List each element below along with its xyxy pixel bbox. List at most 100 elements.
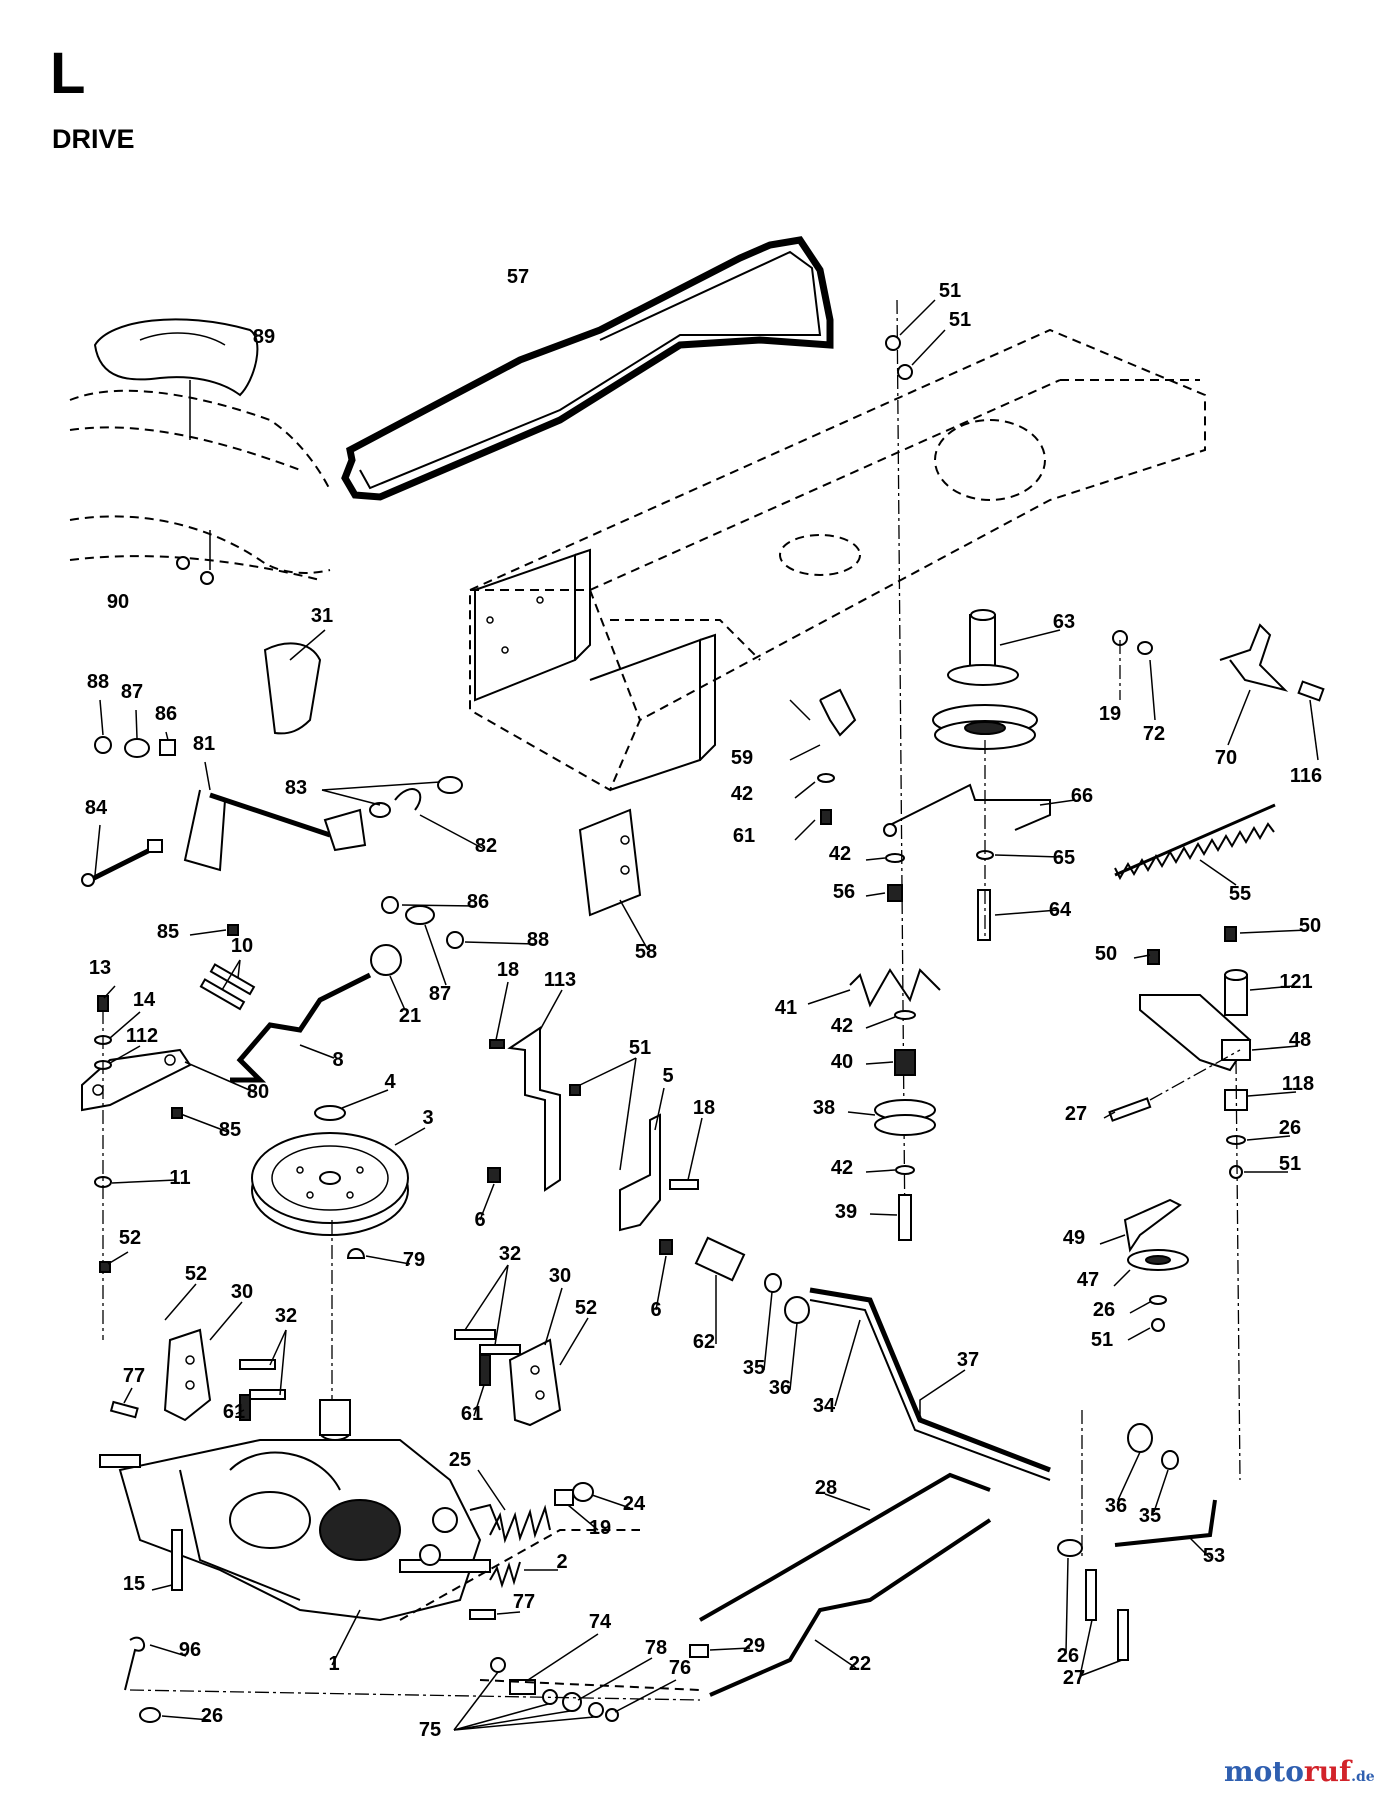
callout-86b: 86 <box>467 891 489 913</box>
rod-53 <box>1114 1499 1217 1547</box>
snap-ring-4 <box>314 1105 346 1121</box>
callout-4: 4 <box>384 1071 396 1093</box>
callout-32b: 32 <box>499 1243 521 1265</box>
callout-5: 5 <box>662 1065 673 1087</box>
callout-49: 49 <box>1063 1227 1085 1249</box>
idler-bracket-49 <box>1123 1198 1182 1253</box>
callout-35b: 35 <box>1139 1505 1161 1527</box>
callout-82: 82 <box>475 835 497 857</box>
callout-25: 25 <box>449 1449 471 1471</box>
callout-50b: 50 <box>1299 915 1321 937</box>
callout-62: 62 <box>693 1331 715 1353</box>
shift-linkage-81 <box>183 789 367 872</box>
bracket-59 <box>819 688 857 737</box>
rod-22 <box>709 1518 992 1697</box>
callout-86a: 86 <box>155 703 177 725</box>
callout-58: 58 <box>635 941 657 963</box>
callout-2: 2 <box>556 1551 567 1573</box>
callout-51b: 51 <box>949 309 971 331</box>
callout-63: 63 <box>1053 611 1075 633</box>
bracket-5 <box>619 1113 661 1232</box>
callout-121: 121 <box>1279 971 1312 993</box>
callout-15: 15 <box>123 1573 145 1595</box>
callout-75: 75 <box>419 1719 441 1741</box>
callout-18b: 18 <box>693 1097 715 1119</box>
frame-outline <box>469 328 1206 792</box>
callout-28: 28 <box>815 1477 837 1499</box>
callout-87a: 87 <box>121 681 143 703</box>
spring-55 <box>1114 803 1276 881</box>
callout-52c: 52 <box>575 1297 597 1319</box>
callout-8: 8 <box>332 1049 343 1071</box>
callout-88a: 88 <box>87 671 109 693</box>
callout-51c: 51 <box>1279 1153 1301 1175</box>
key-79 <box>346 1248 366 1259</box>
watermark-logo: motoruf.de <box>1224 1755 1375 1788</box>
callout-51e: 51 <box>629 1037 651 1059</box>
callout-80: 80 <box>247 1081 269 1103</box>
frame-plate <box>474 553 576 702</box>
callout-77b: 77 <box>513 1591 535 1613</box>
drive-belt-57 <box>341 236 834 501</box>
spring-25 <box>489 1504 551 1544</box>
bracket-113 <box>507 1026 561 1192</box>
callout-83: 83 <box>285 777 307 799</box>
transmission-pulley-3 <box>251 1132 409 1236</box>
callout-41: 41 <box>775 997 797 1019</box>
callout-26b: 26 <box>1093 1299 1115 1321</box>
spring-clip-70 <box>1219 623 1289 692</box>
callout-51a: 51 <box>939 280 961 302</box>
knob-21 <box>370 944 402 976</box>
callout-88b: 88 <box>527 929 549 951</box>
callout-50a: 50 <box>1095 943 1117 965</box>
callout-66: 66 <box>1071 785 1093 807</box>
callout-19b: 19 <box>589 1517 611 1539</box>
bracket-30-right <box>508 1338 562 1427</box>
callout-31: 31 <box>311 605 333 627</box>
callout-81: 81 <box>193 733 215 755</box>
spring-2 <box>489 1561 521 1589</box>
callout-64: 64 <box>1049 899 1072 921</box>
callout-61b: 61 <box>223 1401 245 1423</box>
callout-52b: 52 <box>185 1263 207 1285</box>
callout-61c: 61 <box>461 1403 483 1425</box>
bushing-62 <box>694 1236 746 1282</box>
idler-arm-66 <box>889 783 1051 831</box>
spindle-pulley-63 <box>932 609 1038 750</box>
callout-35a: 35 <box>743 1357 765 1379</box>
callout-26a: 26 <box>1279 1117 1301 1139</box>
callout-42d: 42 <box>831 1157 853 1179</box>
callout-22: 22 <box>849 1653 871 1675</box>
transmission-1 <box>99 1399 501 1622</box>
callout-6a: 6 <box>474 1209 485 1231</box>
callout-59: 59 <box>731 747 753 769</box>
callout-90: 90 <box>107 591 129 613</box>
callout-27b: 27 <box>1063 1667 1085 1689</box>
callout-39: 39 <box>835 1201 857 1223</box>
callout-48: 48 <box>1289 1029 1311 1051</box>
callout-85a: 85 <box>157 921 179 943</box>
wire-41 <box>849 968 941 1008</box>
callout-11: 11 <box>169 1167 190 1189</box>
callout-1: 1 <box>328 1653 339 1675</box>
callout-24: 24 <box>623 1493 646 1515</box>
callout-89: 89 <box>253 326 275 348</box>
callout-34: 34 <box>813 1395 836 1417</box>
callout-42c: 42 <box>831 1015 853 1037</box>
callout-57: 57 <box>507 266 529 288</box>
callout-52a: 52 <box>119 1227 141 1249</box>
callout-14: 14 <box>133 989 156 1011</box>
section-letter: L <box>50 41 86 106</box>
callout-47: 47 <box>1077 1269 1099 1291</box>
callout-3: 3 <box>422 1107 433 1129</box>
rod-34 <box>809 1287 1051 1473</box>
callout-77a: 77 <box>123 1365 145 1387</box>
callout-40: 40 <box>831 1051 853 1073</box>
callout-6b: 6 <box>650 1299 661 1321</box>
rod-84 <box>88 847 152 883</box>
callout-78: 78 <box>645 1637 667 1659</box>
bracket-58 <box>578 808 642 917</box>
callout-38: 38 <box>813 1097 835 1119</box>
seat-89 <box>93 318 259 397</box>
